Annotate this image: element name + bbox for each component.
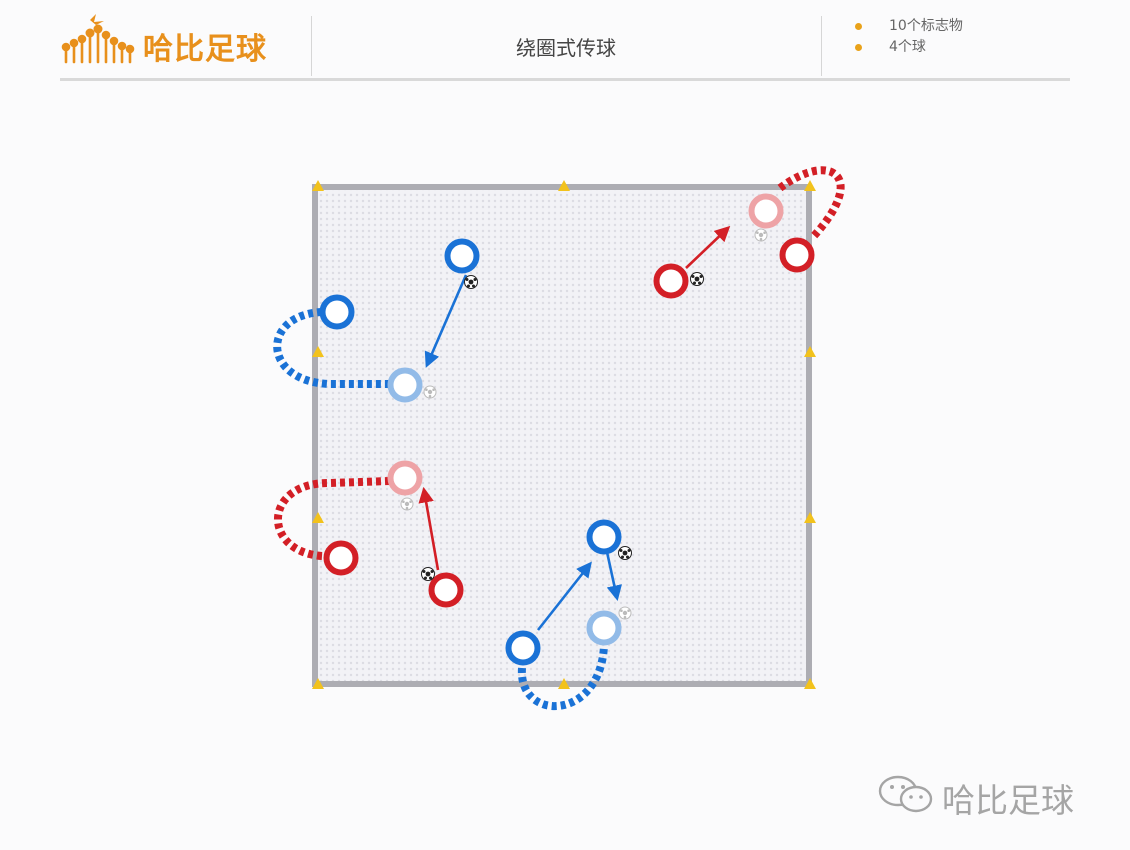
football-icon bbox=[618, 546, 632, 560]
brand-name: 哈比足球 bbox=[143, 32, 267, 67]
cone-marker bbox=[558, 678, 570, 689]
cone-marker bbox=[312, 346, 324, 357]
cone-marker bbox=[804, 346, 816, 357]
equipment-item: 10个标志物 bbox=[855, 16, 963, 37]
field-area bbox=[315, 187, 809, 684]
bullet-icon bbox=[855, 23, 862, 30]
brand-logo bbox=[60, 12, 290, 72]
run-path-red bbox=[274, 477, 391, 560]
football-icon bbox=[464, 275, 478, 289]
cone-marker bbox=[804, 512, 816, 523]
logo-mark-icon bbox=[61, 14, 135, 64]
player-blue bbox=[586, 519, 622, 555]
header-divider bbox=[821, 16, 822, 76]
bullet-icon bbox=[855, 44, 862, 51]
pass-arrow-blue bbox=[424, 274, 468, 368]
page-title: 绕圈式传球 bbox=[516, 36, 616, 60]
player-red bbox=[653, 263, 689, 299]
pass-arrow-red bbox=[685, 225, 731, 269]
football-ghost-icon bbox=[400, 497, 414, 511]
cone-marker bbox=[804, 180, 816, 191]
player-blue-ghost bbox=[586, 610, 622, 646]
player-blue bbox=[505, 630, 541, 666]
cone-marker bbox=[312, 180, 324, 191]
pass-arrow-blue bbox=[536, 561, 592, 631]
equipment-list: 10个标志物 4个球 bbox=[855, 16, 963, 58]
header-divider bbox=[311, 16, 312, 76]
player-red bbox=[779, 237, 815, 273]
cone-marker bbox=[804, 678, 816, 689]
football-icon bbox=[421, 567, 435, 581]
football-ghost-icon bbox=[754, 228, 768, 242]
player-red bbox=[428, 572, 464, 608]
player-blue bbox=[444, 238, 480, 274]
football-icon bbox=[690, 272, 704, 286]
player-blue-ghost bbox=[387, 367, 423, 403]
player-red bbox=[323, 540, 359, 576]
run-path-red bbox=[777, 166, 845, 241]
pass-arrow-blue bbox=[605, 551, 622, 602]
run-path-blue bbox=[273, 308, 390, 388]
pass-arrow-red bbox=[418, 486, 440, 571]
cone-marker bbox=[312, 678, 324, 689]
player-red-ghost bbox=[748, 193, 784, 229]
football-ghost-icon bbox=[618, 606, 632, 620]
header-rule bbox=[60, 78, 1070, 81]
run-path-blue bbox=[517, 645, 608, 711]
player-red-ghost bbox=[387, 460, 423, 496]
watermark-text: 哈比足球 bbox=[942, 781, 1074, 820]
football-ghost-icon bbox=[423, 385, 437, 399]
cone-marker bbox=[312, 512, 324, 523]
equipment-item: 4个球 bbox=[855, 37, 963, 58]
player-blue bbox=[319, 294, 355, 330]
wechat-icon bbox=[878, 775, 933, 813]
cone-marker bbox=[558, 180, 570, 191]
